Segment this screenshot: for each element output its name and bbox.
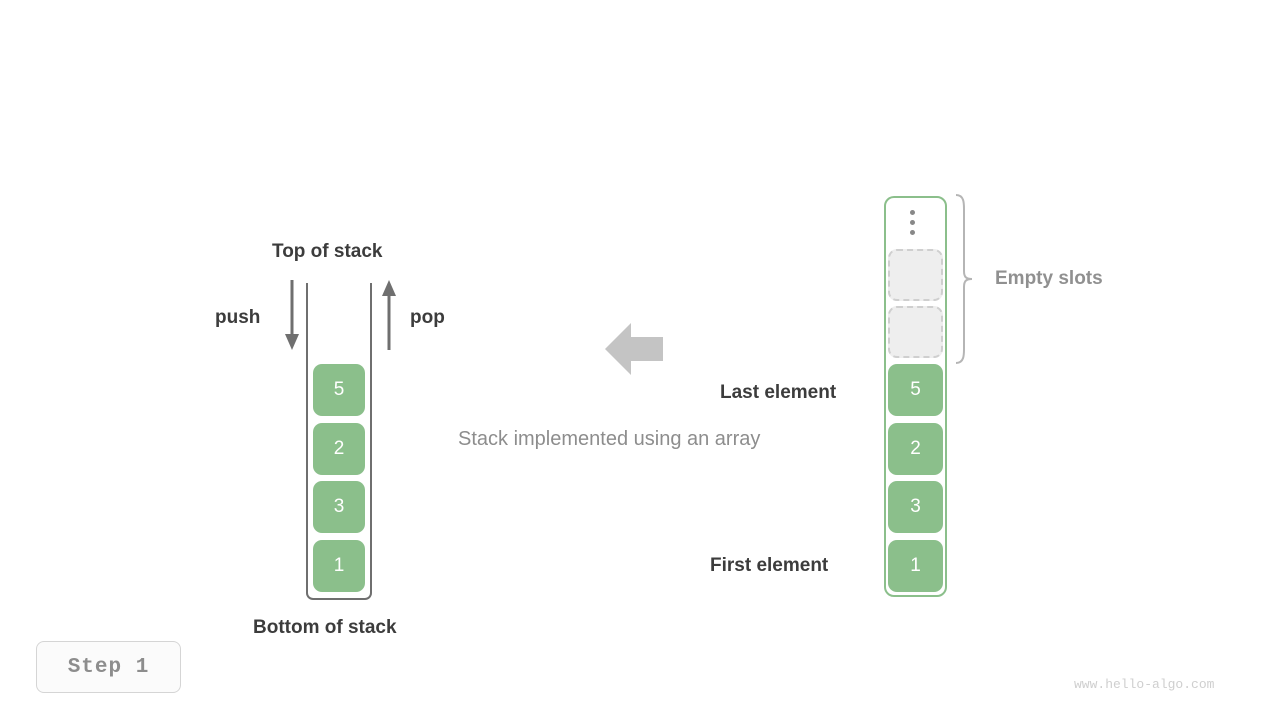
left-stack-container <box>306 283 372 600</box>
left-stack-cell: 1 <box>313 540 365 592</box>
empty-slot <box>888 249 943 301</box>
push-label: push <box>215 307 261 328</box>
bottom-of-stack-label: Bottom of stack <box>253 617 397 638</box>
empty-slots-brace-icon <box>955 194 973 364</box>
left-stack-cell: 2 <box>313 423 365 475</box>
right-array-cell: 1 <box>888 540 943 592</box>
transform-left-arrow-icon <box>605 323 663 375</box>
right-array-cell: 2 <box>888 423 943 475</box>
pop-arrow-icon <box>382 280 396 350</box>
right-array-container <box>884 196 947 597</box>
vertical-ellipsis-icon <box>910 210 918 236</box>
left-stack-cell: 5 <box>313 364 365 416</box>
right-array-cell: 5 <box>888 364 943 416</box>
empty-slots-label: Empty slots <box>995 268 1103 289</box>
right-array-cell: 3 <box>888 481 943 533</box>
step-badge: Step 1 <box>36 641 181 693</box>
last-element-label: Last element <box>720 382 837 403</box>
pop-label: pop <box>410 307 445 328</box>
first-element-label: First element <box>710 555 829 576</box>
watermark: www.hello-algo.com <box>1074 677 1215 692</box>
push-arrow-icon <box>285 280 299 350</box>
top-of-stack-label: Top of stack <box>272 241 383 262</box>
empty-slot <box>888 306 943 358</box>
diagram-caption: Stack implemented using an array <box>458 428 761 450</box>
left-stack-cell: 3 <box>313 481 365 533</box>
